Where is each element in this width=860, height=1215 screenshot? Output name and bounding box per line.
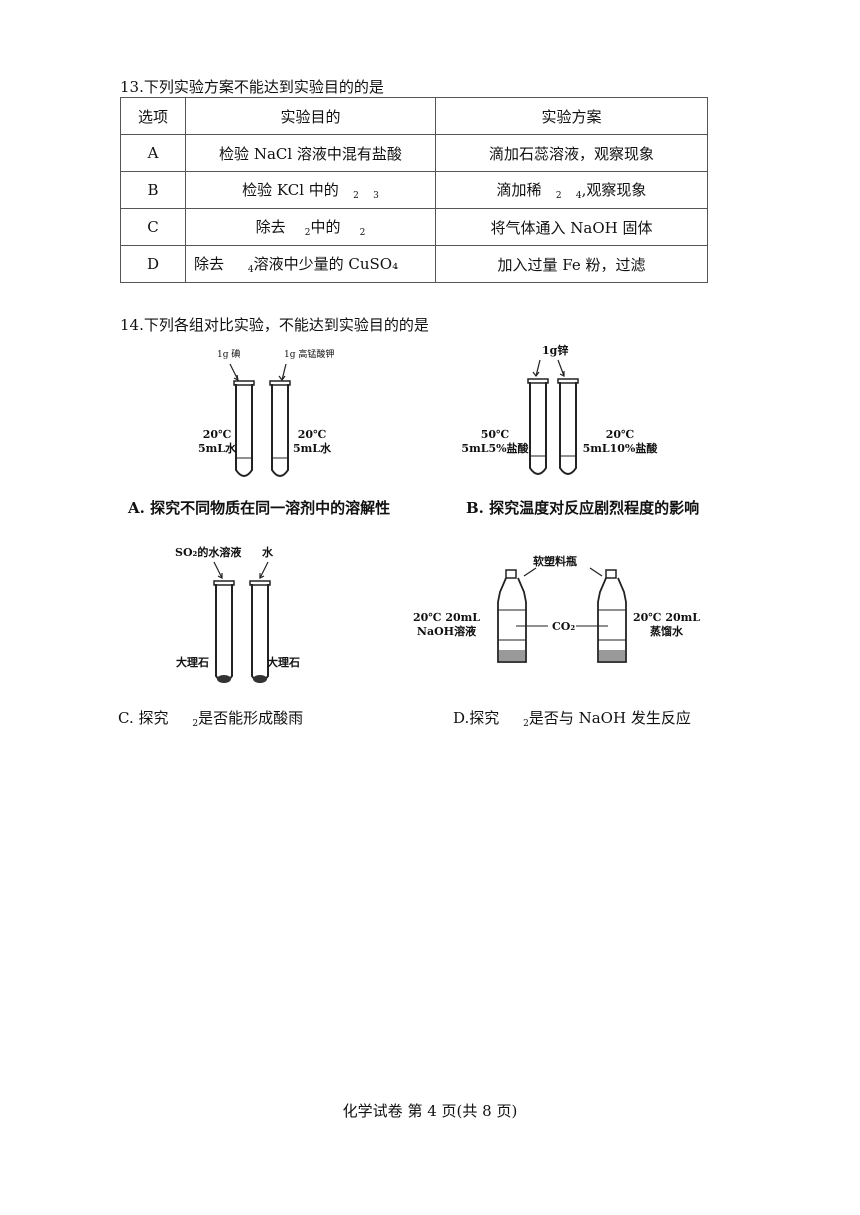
figure-b-caption: B. 探究温度对反应剧烈程度的影响: [466, 499, 700, 517]
subscript: 4: [575, 191, 582, 201]
plan-text: 滴加稀: [496, 181, 542, 199]
figure-c-caption: C. 探究 2是否能形成酸雨: [118, 707, 303, 729]
reagent-label: SO₂的水溶液: [175, 546, 242, 559]
subscript: 2: [192, 719, 199, 729]
purpose-text: 中的: [310, 218, 341, 236]
condition-line: 5mL水: [198, 442, 237, 455]
table-header: 实验目的: [185, 97, 436, 135]
reagent-label: 水: [262, 546, 273, 559]
figure-a-caption: A. 探究不同物质在同一溶剂中的溶解性: [128, 499, 391, 517]
condition-label: 20℃ 20mL NaOH溶液: [413, 611, 480, 639]
plan-cell: 滴加石蕊溶液，观察现象: [435, 134, 708, 172]
condition-line: 20℃: [202, 428, 232, 441]
gas-label: CO₂: [552, 620, 576, 633]
table-row: D 除去 4溶液中少量的 CuSO₄ 加入过量 Fe 粉，过滤: [120, 245, 708, 283]
subscript: 4: [247, 265, 254, 275]
condition-line: 50℃: [480, 428, 510, 441]
question-13-title: 13.下列实验方案不能达到实验目的的是: [120, 78, 384, 96]
condition-label: 20℃ 5mL10%盐酸: [580, 428, 660, 456]
subscript: 2: [555, 191, 562, 201]
condition-line: 20℃: [297, 428, 327, 441]
table-header: 选项: [120, 97, 186, 135]
table-row: B 检验 KCl 中的 2 3 滴加稀 2 4,观察现象: [120, 171, 708, 209]
condition-line: 5mL5%盐酸: [461, 442, 529, 455]
caption-text: D.探究: [453, 709, 500, 727]
subscript: 2: [304, 228, 311, 238]
option-cell: B: [120, 171, 186, 209]
purpose-cell: 检验 KCl 中的 2 3: [185, 171, 436, 209]
reagent-label: 1g锌: [542, 344, 569, 357]
condition-line: 20℃ 20mL: [413, 611, 480, 624]
condition-line: 蒸馏水: [650, 625, 683, 638]
purpose-text: 除去: [255, 218, 286, 236]
condition-line: 5mL10%盐酸: [582, 442, 658, 455]
plan-cell: 加入过量 Fe 粉，过滤: [435, 245, 708, 283]
figure-a-test-tubes: [229, 363, 291, 477]
plan-cell: 滴加稀 2 4,观察现象: [435, 171, 708, 209]
plan-text: ,观察现象: [581, 181, 647, 199]
condition-label: 20℃ 5mL水: [293, 428, 331, 456]
purpose-text: 检验 KCl 中的: [242, 181, 339, 199]
purpose-text: 溶液中少量的 CuSO₄: [253, 255, 399, 273]
figure-d-bottles: [497, 567, 627, 663]
question-14-title: 14.下列各组对比实验，不能达到实验目的的是: [120, 316, 429, 334]
table-row: C 除去 2中的 2 将气体通入 NaOH 固体: [120, 208, 708, 246]
condition-label: 20℃ 5mL水: [198, 428, 236, 456]
condition-line: 20℃: [605, 428, 635, 441]
table-header: 实验方案: [435, 97, 708, 135]
question-13-table: 选项 实验目的 实验方案 A 检验 NaCl 溶液中混有盐酸 滴加石蕊溶液，观察…: [120, 97, 708, 283]
condition-line: 5mL水: [293, 442, 332, 455]
condition-line: 20℃ 20mL: [633, 611, 700, 624]
caption-text: 是否能形成酸雨: [198, 709, 304, 727]
reagent-label: 1g 碘: [217, 350, 241, 360]
option-cell: D: [120, 245, 186, 283]
table-row: A 检验 NaCl 溶液中混有盐酸 滴加石蕊溶液，观察现象: [120, 134, 708, 172]
caption-text: C. 探究: [118, 709, 169, 727]
table-header-row: 选项 实验目的 实验方案: [120, 97, 708, 135]
option-cell: A: [120, 134, 186, 172]
reagent-label: 1g 高锰酸钾: [284, 350, 335, 360]
purpose-cell: 除去 4溶液中少量的 CuSO₄: [185, 245, 436, 283]
subscript: 2: [359, 228, 366, 238]
condition-label: 20℃ 20mL 蒸馏水: [633, 611, 700, 639]
figure-d-caption: D.探究 2是否与 NaOH 发生反应: [453, 707, 691, 729]
condition-line: NaOH溶液: [416, 625, 477, 638]
subscript: 3: [373, 191, 379, 201]
subscript: 2: [523, 719, 529, 729]
plan-cell: 将气体通入 NaOH 固体: [435, 208, 708, 246]
caption-text: 是否与 NaOH 发生反应: [528, 709, 691, 727]
purpose-text: 除去: [194, 255, 225, 273]
purpose-cell: 除去 2中的 2: [185, 208, 436, 246]
page-footer: 化学试卷 第 4 页(共 8 页): [342, 1102, 518, 1120]
figure-b-test-tubes: [527, 359, 579, 475]
marble-label: 大理石: [267, 656, 300, 669]
bottle-label: 软塑料瓶: [533, 555, 577, 568]
condition-label: 50℃ 5mL5%盐酸: [460, 428, 530, 456]
figure-c-test-tubes: [213, 561, 271, 683]
purpose-cell: 检验 NaCl 溶液中混有盐酸: [185, 134, 436, 172]
subscript: 2: [353, 191, 359, 201]
option-cell: C: [120, 208, 186, 246]
marble-label: 大理石: [176, 656, 209, 669]
